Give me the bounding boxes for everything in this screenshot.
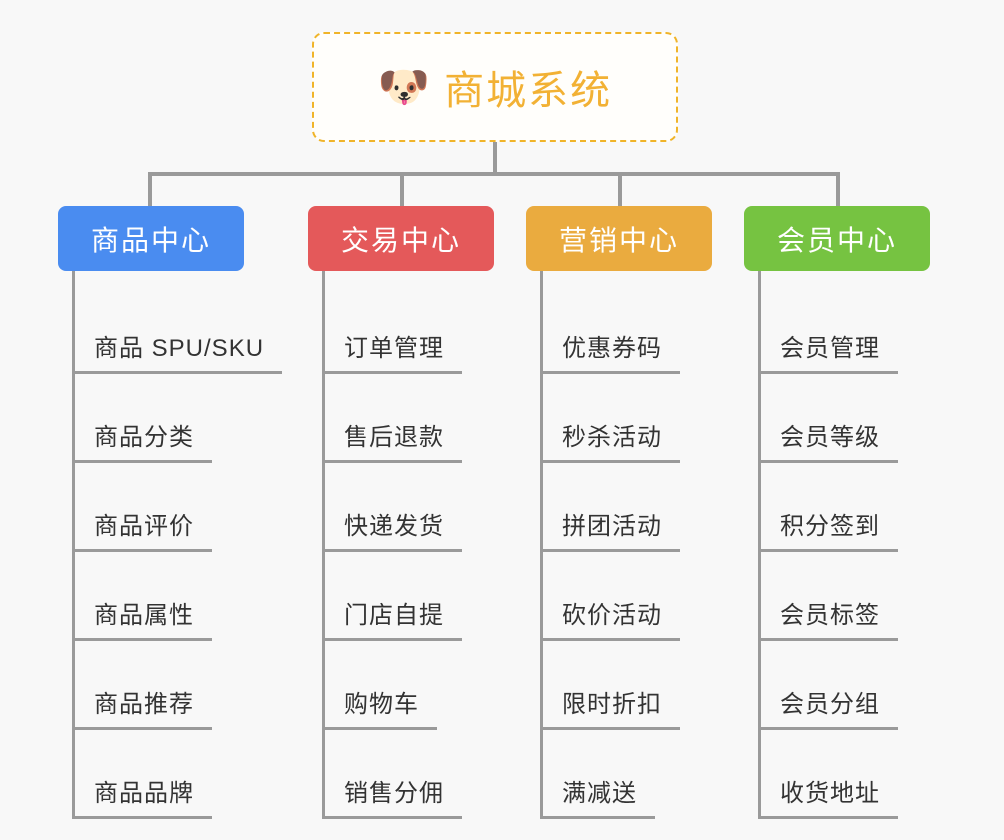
list-item[interactable]: 订单管理 <box>322 285 526 374</box>
leaf-label: 商品品牌 <box>72 773 212 819</box>
branch-header-trade-center[interactable]: 交易中心 <box>308 206 494 271</box>
list-item[interactable]: 优惠券码 <box>540 285 744 374</box>
leaf-label: 秒杀活动 <box>540 417 680 463</box>
leaf-label: 优惠券码 <box>540 328 680 374</box>
list-item[interactable]: 商品推荐 <box>72 641 308 730</box>
branch-header-label: 交易中心 <box>340 224 461 256</box>
leaf-list-member-center: 会员管理 会员等级 积分签到 会员标签 会员分组 收货地址 <box>758 271 964 819</box>
leaf-label: 会员管理 <box>758 328 898 374</box>
list-item[interactable]: 收货地址 <box>758 730 964 819</box>
leaf-label: 会员等级 <box>758 417 898 463</box>
list-item[interactable]: 秒杀活动 <box>540 374 744 463</box>
branch-header-label: 会员中心 <box>776 224 897 256</box>
leaf-label: 会员标签 <box>758 595 898 641</box>
leaf-label: 砍价活动 <box>540 595 680 641</box>
branch-header-product-center[interactable]: 商品中心 <box>58 206 244 271</box>
leaf-label: 限时折扣 <box>540 684 680 730</box>
list-item[interactable]: 限时折扣 <box>540 641 744 730</box>
list-item[interactable]: 会员管理 <box>758 285 964 374</box>
list-item[interactable]: 快递发货 <box>322 463 526 552</box>
root-title: 商城系统 <box>444 69 613 113</box>
connector-drop-4 <box>836 172 840 206</box>
list-item[interactable]: 满减送 <box>540 730 744 819</box>
list-item[interactable]: 商品 SPU/SKU <box>72 285 308 374</box>
list-item[interactable]: 商品评价 <box>72 463 308 552</box>
branch-header-member-center[interactable]: 会员中心 <box>744 206 930 271</box>
branch-header-label: 商品中心 <box>90 224 211 256</box>
connector-drop-3 <box>618 172 622 206</box>
list-item[interactable]: 拼团活动 <box>540 463 744 552</box>
leaf-label: 商品 SPU/SKU <box>72 328 283 374</box>
leaf-label: 满减送 <box>540 773 655 819</box>
leaf-list-product-center: 商品 SPU/SKU 商品分类 商品评价 商品属性 商品推荐 商品品牌 <box>72 271 308 819</box>
leaf-label: 会员分组 <box>758 684 898 730</box>
list-item[interactable]: 砍价活动 <box>540 552 744 641</box>
list-item[interactable]: 售后退款 <box>322 374 526 463</box>
list-item[interactable]: 商品分类 <box>72 374 308 463</box>
connector-drop-1 <box>148 172 152 206</box>
list-item[interactable]: 销售分佣 <box>322 730 526 819</box>
leaf-label: 积分签到 <box>758 506 898 552</box>
leaf-label: 拼团活动 <box>540 506 680 552</box>
root-node[interactable]: 🐶 商城系统 <box>312 32 678 142</box>
branch-marketing-center: 营销中心 优惠券码 秒杀活动 拼团活动 砍价活动 限时折扣 满减送 <box>526 206 744 819</box>
shiba-dog-face-icon: 🐶 <box>377 63 431 110</box>
connector-root-stem <box>493 142 497 174</box>
leaf-label: 商品推荐 <box>72 684 212 730</box>
leaf-label: 销售分佣 <box>322 773 462 819</box>
leaf-list-trade-center: 订单管理 售后退款 快递发货 门店自提 购物车 销售分佣 <box>322 271 526 819</box>
leaf-label: 商品评价 <box>72 506 212 552</box>
leaf-label: 门店自提 <box>322 595 462 641</box>
list-item[interactable]: 购物车 <box>322 641 526 730</box>
list-item[interactable]: 积分签到 <box>758 463 964 552</box>
list-item[interactable]: 门店自提 <box>322 552 526 641</box>
leaf-label: 快递发货 <box>322 506 462 552</box>
branch-trade-center: 交易中心 订单管理 售后退款 快递发货 门店自提 购物车 销售分佣 <box>308 206 526 819</box>
list-item[interactable]: 商品属性 <box>72 552 308 641</box>
leaf-label: 购物车 <box>322 684 437 730</box>
leaf-label: 售后退款 <box>322 417 462 463</box>
branch-member-center: 会员中心 会员管理 会员等级 积分签到 会员标签 会员分组 收货地址 <box>744 206 964 819</box>
leaf-label: 订单管理 <box>322 328 462 374</box>
branch-header-label: 营销中心 <box>558 224 679 256</box>
connector-horizontal-bus <box>148 172 839 176</box>
list-item[interactable]: 会员等级 <box>758 374 964 463</box>
list-item[interactable]: 会员分组 <box>758 641 964 730</box>
leaf-list-marketing-center: 优惠券码 秒杀活动 拼团活动 砍价活动 限时折扣 满减送 <box>540 271 744 819</box>
list-item[interactable]: 会员标签 <box>758 552 964 641</box>
leaf-label: 收货地址 <box>758 773 898 819</box>
branch-product-center: 商品中心 商品 SPU/SKU 商品分类 商品评价 商品属性 商品推荐 商品品牌 <box>58 206 308 819</box>
leaf-label: 商品属性 <box>72 595 212 641</box>
connector-drop-2 <box>400 172 404 206</box>
list-item[interactable]: 商品品牌 <box>72 730 308 819</box>
branch-header-marketing-center[interactable]: 营销中心 <box>526 206 712 271</box>
leaf-label: 商品分类 <box>72 417 212 463</box>
